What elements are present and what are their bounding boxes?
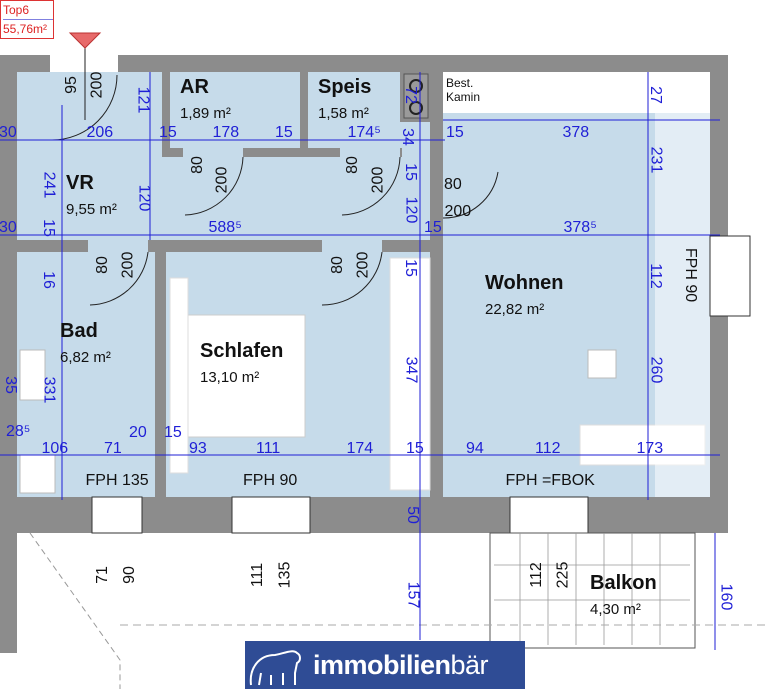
dimension-label: 15 [39,219,57,237]
dimension-label: 15 [406,440,424,457]
dimension-label: 35 [1,376,19,394]
door-dimension-label: 200 [212,166,230,194]
dimension-label: 112 [535,440,561,457]
door-dimension-label: 80 [343,156,361,174]
dimension-label: 206 [86,124,114,141]
dimension-label: 27 [646,86,664,104]
window-label: FPH 90 [682,247,700,303]
door-dimension-label: 135 [275,561,293,589]
door-dimension-label: 90 [120,566,138,584]
dimension-label: 260 [646,356,664,384]
window-label: FPH 135 [85,472,149,489]
dimension-label: 30 [0,124,17,141]
dimension-label: 120 [401,196,419,224]
dimension-label: 30 [0,219,17,236]
bear-icon [249,650,301,686]
door-dimension-label: 95 [62,76,80,94]
dimension-label: 378⁵ [563,219,597,236]
dimension-label: 28⁵ [6,423,31,440]
dimension-label: 173 [636,440,664,457]
dimension-label: 15 [159,124,177,141]
dimension-label: 347 [401,356,419,384]
door-dimension-label: 80 [328,256,346,274]
door-dimension-label: 80 [93,256,111,274]
door-dimension-label: 200 [444,203,472,220]
dimension-label: 94 [466,440,484,457]
dimension-label: 157 [403,581,421,609]
dimension-label: 231 [646,146,664,174]
door-dimension-label: 200 [353,251,371,279]
dimension-label: 50 [403,506,421,524]
dimension-label: 15 [446,124,464,141]
dimension-label: 378 [562,124,590,141]
window-label: FPH =FBOK [505,472,595,489]
door-dimension-label: 80 [444,176,462,193]
door-dimension-label: 111 [249,562,267,588]
dimension-label: 174⁵ [347,124,381,141]
dimension-label: 174 [346,440,374,457]
dimension-label: 15 [275,124,293,141]
door-dimension-label: 112 [527,562,545,588]
door-dimension-label: 225 [553,561,571,589]
dimension-label: 178 [212,124,240,141]
door-dimension-label: 200 [368,166,386,194]
dimension-label: 588⁵ [208,219,242,236]
dimension-label: 331 [39,376,57,404]
window-label: FPH 90 [243,472,298,489]
unit-tag: Top6 55,76m² [0,0,54,39]
dimension-label: 72 [401,86,419,104]
dimension-label: 121 [133,86,151,114]
dimension-label: 111 [256,440,281,457]
dimension-label: 71 [104,440,122,457]
dimension-label: 15 [424,219,442,236]
unit-area: 55,76m² [3,22,48,36]
dimension-label: 15 [401,163,419,181]
dimension-label: 106 [41,440,69,457]
chimney-label: Best.Kamin [446,76,481,104]
dimension-label: 112 [646,263,664,289]
door-dimension-label: 200 [87,71,105,99]
dimension-label: 241 [39,171,57,199]
logo: immobilienbär [245,641,525,689]
dimension-label: 20 [129,424,147,441]
dimension-label: 15 [401,259,419,277]
unit-name: Top6 [3,1,53,20]
door-dimension-label: 80 [188,156,206,174]
dimension-label: 15 [164,424,182,441]
door-dimension-label: 200 [118,251,136,279]
dimension-label: 120 [134,184,152,212]
dimension-label: 160 [716,583,734,611]
dimension-label: 93 [189,440,207,457]
door-dimension-label: 71 [93,566,111,584]
dimension-label: 34 [398,128,416,146]
dimension-label: 16 [39,271,57,289]
